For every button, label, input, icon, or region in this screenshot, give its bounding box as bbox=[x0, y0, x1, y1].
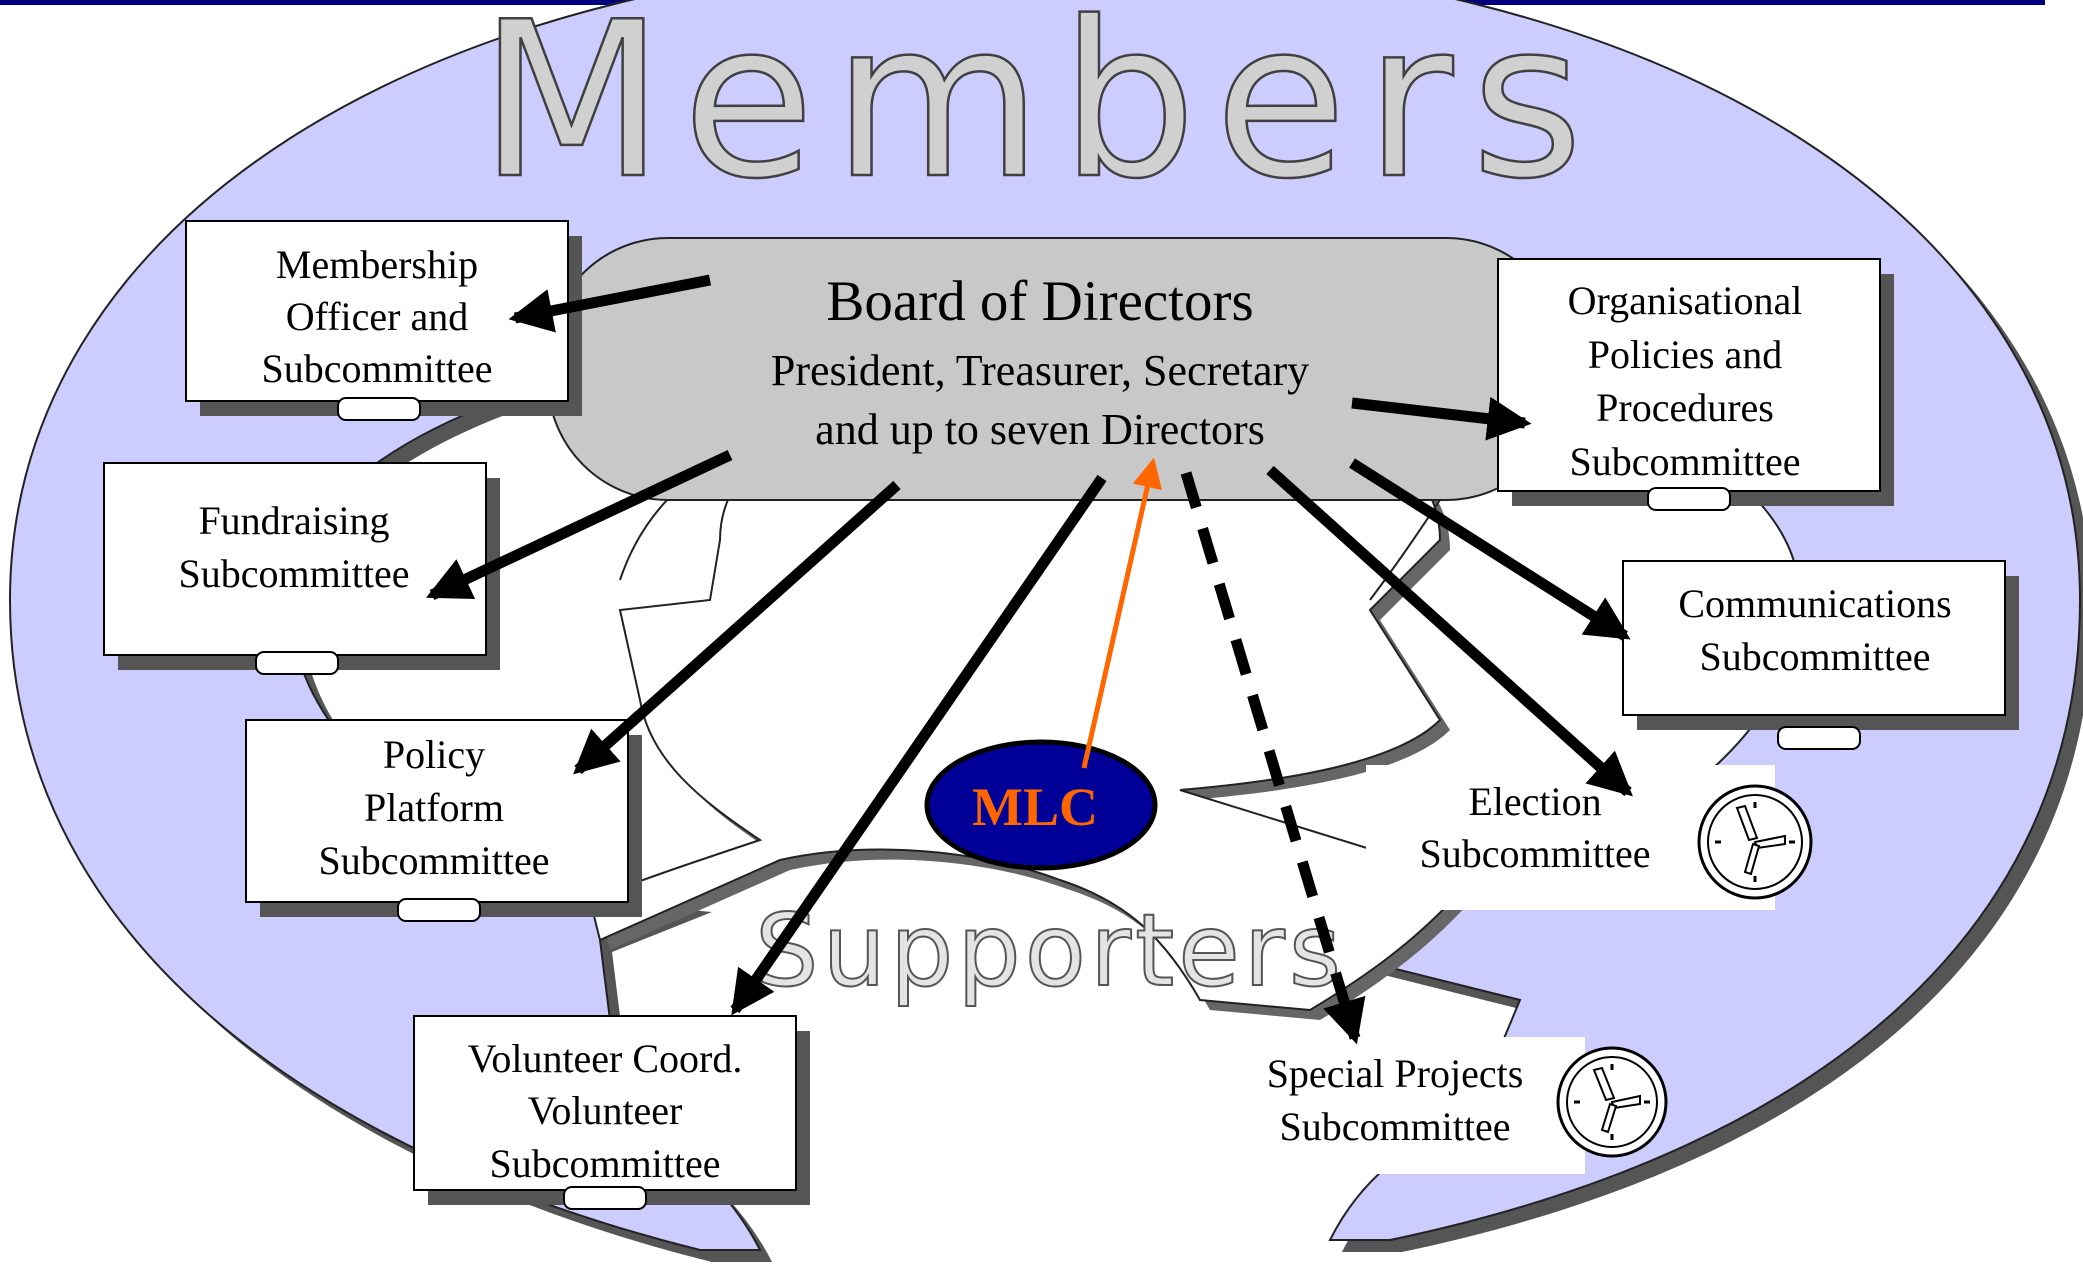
membership-line-2: Officer and bbox=[286, 294, 469, 339]
clock-icon bbox=[1697, 784, 1813, 900]
arrow-to-volunteer bbox=[730, 474, 1107, 1016]
fundraising-line-1: Fundraising bbox=[198, 498, 389, 543]
special-line-2: Subcommittee bbox=[1279, 1104, 1510, 1149]
volunteer-box: Volunteer Coord. Volunteer Subcommittee bbox=[413, 1015, 810, 1210]
policy-box: Policy Platform Subcommittee bbox=[245, 719, 642, 922]
volunteer-line-3: Subcommittee bbox=[489, 1141, 720, 1186]
communications-line-1: Communications bbox=[1678, 581, 1951, 626]
policy-line-2: Platform bbox=[364, 785, 504, 830]
arrow-to-special-projects bbox=[1180, 471, 1366, 1045]
members-word: Members bbox=[479, 0, 1601, 226]
board-title: Board of Directors bbox=[826, 270, 1253, 333]
policy-line-3: Subcommittee bbox=[318, 838, 549, 883]
arrow-to-organisational bbox=[1351, 396, 1532, 441]
organisational-line-1: Organisational bbox=[1568, 278, 1803, 323]
arrow-to-communications bbox=[1349, 458, 1631, 641]
volunteer-line-1: Volunteer Coord. bbox=[468, 1036, 743, 1081]
special-line-1: Special Projects bbox=[1267, 1051, 1524, 1096]
arrows bbox=[426, 274, 1633, 1045]
organisational-line-3: Procedures bbox=[1596, 385, 1774, 430]
mlc-label: MLC bbox=[972, 777, 1098, 837]
mlc-node: MLC bbox=[924, 739, 1158, 871]
board-line-2: and up to seven Directors bbox=[815, 405, 1265, 454]
arrow-to-fundraising bbox=[426, 450, 733, 600]
election-box: Election Subcommittee bbox=[1366, 765, 1813, 910]
volunteer-line-2: Volunteer bbox=[528, 1088, 683, 1133]
special-projects-box: Special Projects Subcommittee bbox=[1238, 1037, 1668, 1174]
arrow-mlc-to-board bbox=[1081, 457, 1163, 769]
communications-line-2: Subcommittee bbox=[1699, 634, 1930, 679]
membership-line-1: Membership bbox=[276, 242, 478, 287]
communications-box: Communications Subcommittee bbox=[1622, 560, 2019, 750]
arrow-to-policy bbox=[573, 480, 901, 775]
clock-icon bbox=[1556, 1046, 1668, 1158]
supporters-word: Supporters bbox=[755, 892, 1345, 1009]
membership-line-3: Subcommittee bbox=[261, 346, 492, 391]
organisational-line-4: Subcommittee bbox=[1569, 439, 1800, 484]
arrow-to-election bbox=[1266, 465, 1633, 797]
fundraising-line-2: Subcommittee bbox=[178, 551, 409, 596]
arrow-to-membership bbox=[508, 274, 712, 333]
fundraising-box: Fundraising Subcommittee bbox=[103, 462, 500, 675]
organisational-line-2: Policies and bbox=[1588, 332, 1782, 377]
election-line-1: Election bbox=[1468, 779, 1601, 824]
policy-line-1: Policy bbox=[383, 732, 485, 777]
election-line-2: Subcommittee bbox=[1419, 831, 1650, 876]
organisational-box: Organisational Policies and Procedures S… bbox=[1497, 258, 1894, 511]
board-line-1: President, Treasurer, Secretary bbox=[771, 346, 1309, 395]
